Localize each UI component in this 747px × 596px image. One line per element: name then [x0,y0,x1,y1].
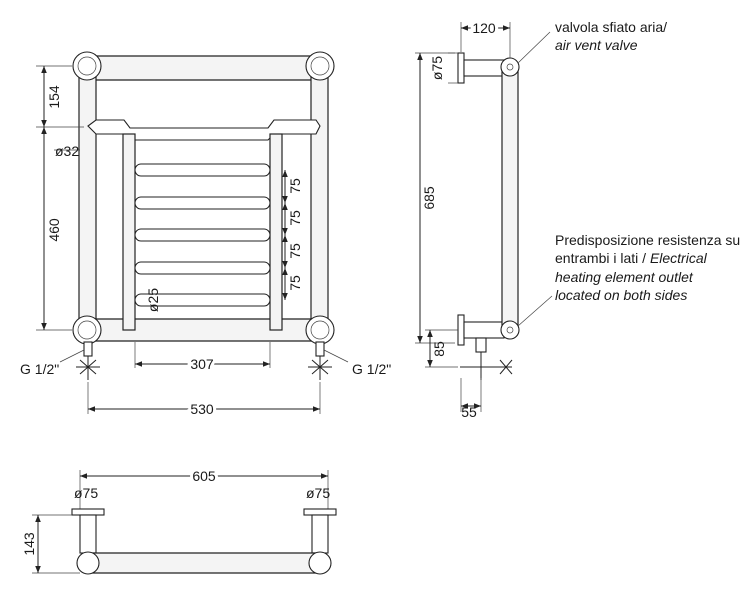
heating-outlet [500,320,520,340]
dim-rail-diameter: ø32 [55,143,79,159]
dim-top-flange-left: ø75 [74,485,98,501]
corner-boss-bottom-right [305,315,335,345]
dim-front-height: 460 [46,218,62,242]
dim-side-height: 685 [421,186,437,210]
right-valve [308,341,332,380]
left-valve [76,341,100,380]
note-heating-line1: Predisposizione resistenza su [555,232,740,248]
dim-top-depth: 143 [21,532,37,556]
bar-3 [134,228,271,242]
side-pipe [501,69,519,333]
side-flange-top [457,52,465,84]
dim-side-depth: 55 [461,404,477,420]
thread-right-label: G 1/2" [352,361,391,377]
air-vent-valve [500,57,520,77]
corner-boss-top-left [72,51,102,81]
side-bracket-bottom [463,321,505,339]
side-bracket-top [463,59,505,77]
side-flange-bottom [457,314,465,346]
top-bracket-left [79,514,97,554]
note-heating-line3: heating element outlet [555,269,694,285]
note-heating-line2-plain: entrambi i lati / [555,250,650,266]
dim-front-top: 154 [46,85,62,109]
top-flange-right [303,508,337,516]
inner-right-post [269,133,283,331]
left-upright [78,71,97,331]
corner-boss-top-right [305,51,335,81]
bar-1 [134,163,271,177]
note-heating-line2-italic: Electrical [650,250,708,266]
right-upright [310,71,329,331]
top-bracket-right [311,514,329,554]
dim-side-offset: 120 [472,20,496,36]
corner-boss-bottom-left [72,315,102,345]
dim-inner-width: 307 [190,356,214,372]
top-rail [87,55,321,81]
dim-spacing-4: 75 [287,275,303,291]
dim-top-width: 605 [192,468,216,484]
dim-spacing-1: 75 [287,178,303,194]
dim-top-flange-right: ø75 [306,485,330,501]
dim-spacing-3: 75 [287,243,303,259]
dim-side-flange: ø75 [429,56,445,80]
dim-side-bottom: 85 [431,341,447,357]
dim-spacing-2: 75 [287,210,303,226]
note-air-vent-en: air vent valve [555,37,638,53]
dim-bar-diameter: ø25 [145,288,161,312]
front-view: 154 460 ø32 75 75 75 75 ø25 307 530 G 1/… [20,51,391,420]
top-flange-left [71,508,105,516]
side-view: 120 ø75 685 85 55 valvola sfiato aria/ a… [415,17,740,420]
note-heating-line2: entrambi i lati / Electrical [555,250,708,266]
dim-front-width: 530 [190,401,214,417]
bar-2 [134,196,271,210]
bar-5 [134,293,271,307]
top-rail-plan [79,552,329,574]
top-view: 605 ø75 ø75 143 [21,465,337,575]
bar-4 [134,261,271,275]
side-valve [460,337,513,380]
thread-left-label: G 1/2" [20,361,59,377]
inner-left-post [122,133,136,331]
note-heating-line4: located on both sides [555,287,687,303]
note-air-vent-it: valvola sfiato aria/ [555,19,667,35]
